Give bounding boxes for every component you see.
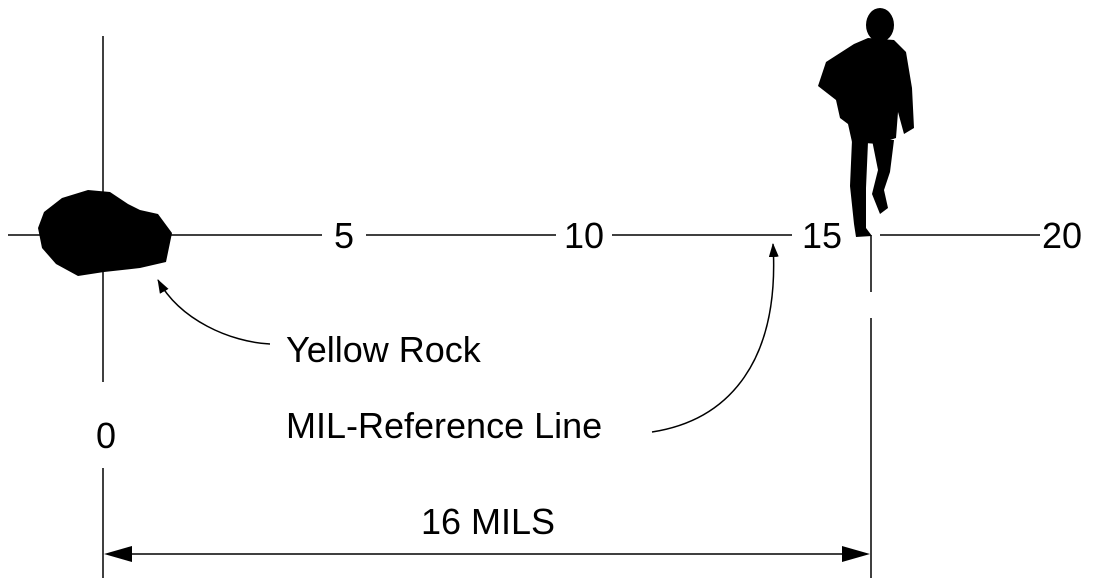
mil-reference-line-label: MIL-Reference Line bbox=[286, 405, 602, 446]
yellow-rock-icon bbox=[38, 190, 172, 276]
yellow-rock-label: Yellow Rock bbox=[286, 329, 482, 370]
mil-reference-line-pointer bbox=[651, 243, 779, 433]
tick-label-15: 15 bbox=[802, 215, 842, 256]
zero-label: 0 bbox=[96, 415, 116, 456]
measurement-label: 16 MILS bbox=[421, 501, 555, 542]
dimension-arrow-right bbox=[842, 546, 870, 562]
walking-person-icon bbox=[818, 8, 914, 237]
tick-label-20: 20 bbox=[1042, 215, 1082, 256]
dimension-arrow-left bbox=[104, 546, 132, 562]
yellow-rock-pointer bbox=[157, 279, 271, 345]
tick-label-10: 10 bbox=[564, 215, 604, 256]
tick-label-5: 5 bbox=[334, 215, 354, 256]
